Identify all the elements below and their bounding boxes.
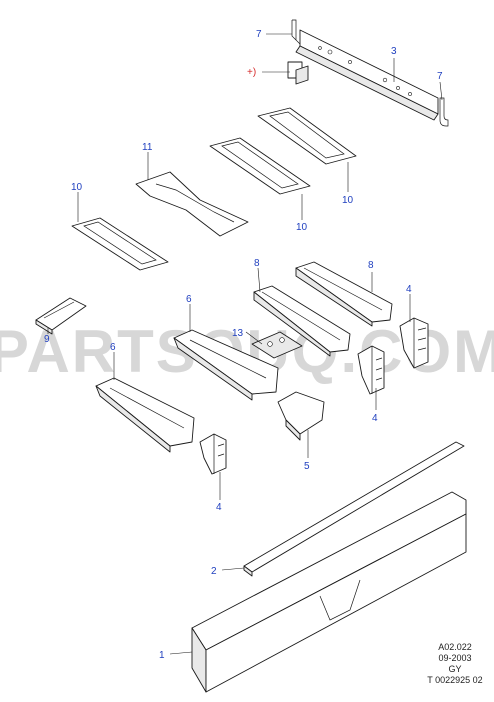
reference-code: A02.022	[438, 642, 472, 652]
part-2-long-strip[interactable]	[243, 441, 465, 577]
label-1: 1	[159, 650, 165, 661]
part-10-plate-left[interactable]	[71, 217, 169, 271]
label-10-left: 10	[71, 182, 83, 193]
callout-labels: 7 3 7 +) 11 10 10 10 8 8 4 13 6 9 6 4 5 …	[44, 29, 443, 661]
label-7-left: 7	[256, 29, 262, 40]
part-6-rail-lower[interactable]	[95, 377, 195, 453]
part-7-hook-right[interactable]	[439, 97, 449, 127]
label-6-lower: 6	[110, 342, 116, 353]
part-6-rail-upper[interactable]	[173, 329, 279, 401]
part-5-bracket[interactable]	[277, 391, 325, 441]
label-3: 3	[391, 46, 397, 57]
reference-number: T 0022925 02	[427, 675, 483, 685]
part-10-plate-middle[interactable]	[209, 137, 311, 195]
part-8-channel-right[interactable]	[295, 261, 393, 327]
label-10-middle: 10	[296, 222, 308, 233]
part-4-bracket-right[interactable]	[399, 317, 429, 369]
label-4-middle: 4	[372, 413, 378, 424]
part-13-plate[interactable]	[251, 331, 303, 359]
part-11-plate[interactable]	[135, 171, 249, 237]
label-4-right: 4	[406, 284, 412, 295]
part-1-side-member[interactable]	[191, 491, 467, 693]
part-10-plate-top[interactable]	[257, 107, 357, 165]
label-11: 11	[142, 142, 153, 153]
label-8-left: 8	[254, 258, 260, 269]
part-7-hook-left[interactable]	[291, 19, 301, 45]
leader-lines	[47, 33, 443, 655]
reference-date: 09-2003	[438, 653, 472, 663]
part-8-channel-left[interactable]	[253, 285, 351, 357]
label-9: 9	[44, 334, 50, 345]
label-2: 2	[211, 566, 217, 577]
label-8-right: 8	[368, 260, 374, 271]
part-plus-bracket[interactable]	[287, 61, 309, 85]
label-plus: +)	[247, 67, 256, 78]
label-5: 5	[304, 461, 310, 472]
part-4-bracket-middle[interactable]	[357, 345, 385, 395]
label-7-right: 7	[437, 71, 443, 82]
label-13: 13	[232, 328, 244, 339]
label-4-left: 4	[216, 502, 222, 513]
label-6-upper: 6	[186, 294, 192, 305]
part-3-cross-member[interactable]	[295, 29, 439, 121]
label-10-right: 10	[342, 195, 354, 206]
part-4-bracket-left[interactable]	[199, 433, 227, 475]
reference-region: GY	[448, 664, 462, 674]
drawing-reference: A02.022 09-2003 GY T 0022925 02	[420, 642, 490, 686]
